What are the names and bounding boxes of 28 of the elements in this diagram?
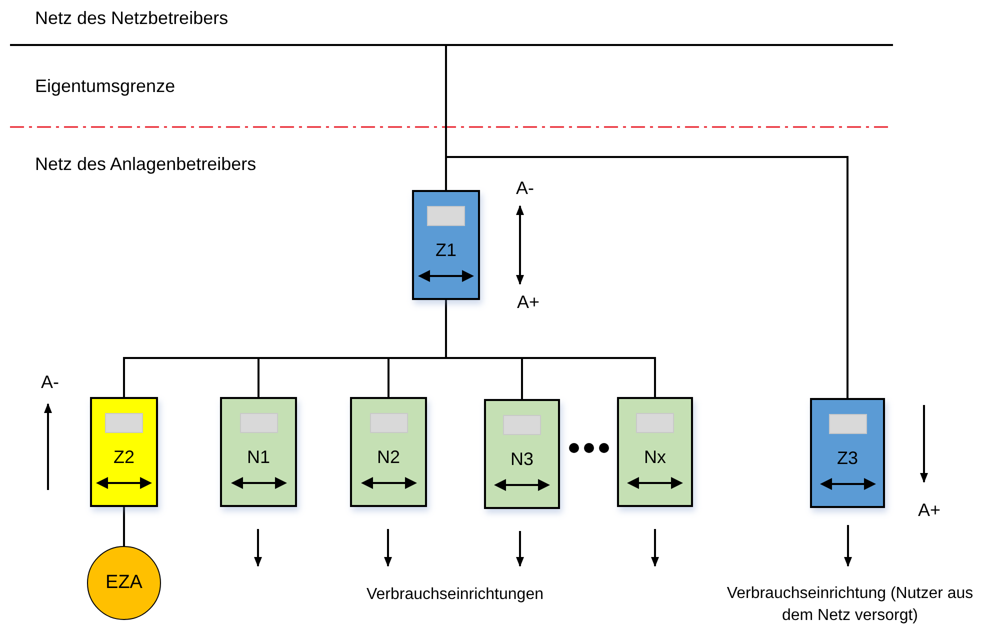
meter-label: Z1	[434, 240, 458, 260]
direction-label: A+	[517, 291, 540, 313]
meter-box	[412, 190, 480, 300]
meter-label: Nx	[643, 447, 667, 467]
meter-box	[617, 397, 693, 507]
meter-label: Z3	[836, 448, 859, 468]
connector-line	[123, 507, 125, 546]
meter-label: N3	[509, 449, 534, 469]
consumer-label: Verbrauchseinrichtungen	[365, 585, 544, 605]
zone-label: Eigentumsgrenze	[35, 75, 176, 97]
meter-label: N1	[246, 447, 271, 467]
meter-label: N2	[376, 447, 401, 467]
connector-line	[445, 300, 656, 397]
zone-label: Netz des Anlagenbetreibers	[35, 153, 256, 175]
meter-box	[484, 399, 560, 509]
consumer-label: Verbrauchseinrichtung (Nutzer aus dem Netz versorgt)	[726, 584, 974, 626]
meter-label: Z2	[112, 447, 136, 467]
zone-label: Netz des Netzbetreibers	[35, 7, 228, 29]
connector-line	[445, 46, 848, 398]
node-label: EZA	[104, 573, 144, 593]
meter-box	[90, 397, 158, 507]
meter-box	[350, 397, 427, 507]
meter-box	[810, 398, 885, 508]
direction-label: A-	[41, 371, 59, 393]
meter-box	[220, 397, 297, 507]
grid-busbar	[10, 44, 893, 46]
direction-label: A+	[918, 499, 941, 521]
direction-label: A-	[516, 177, 534, 199]
